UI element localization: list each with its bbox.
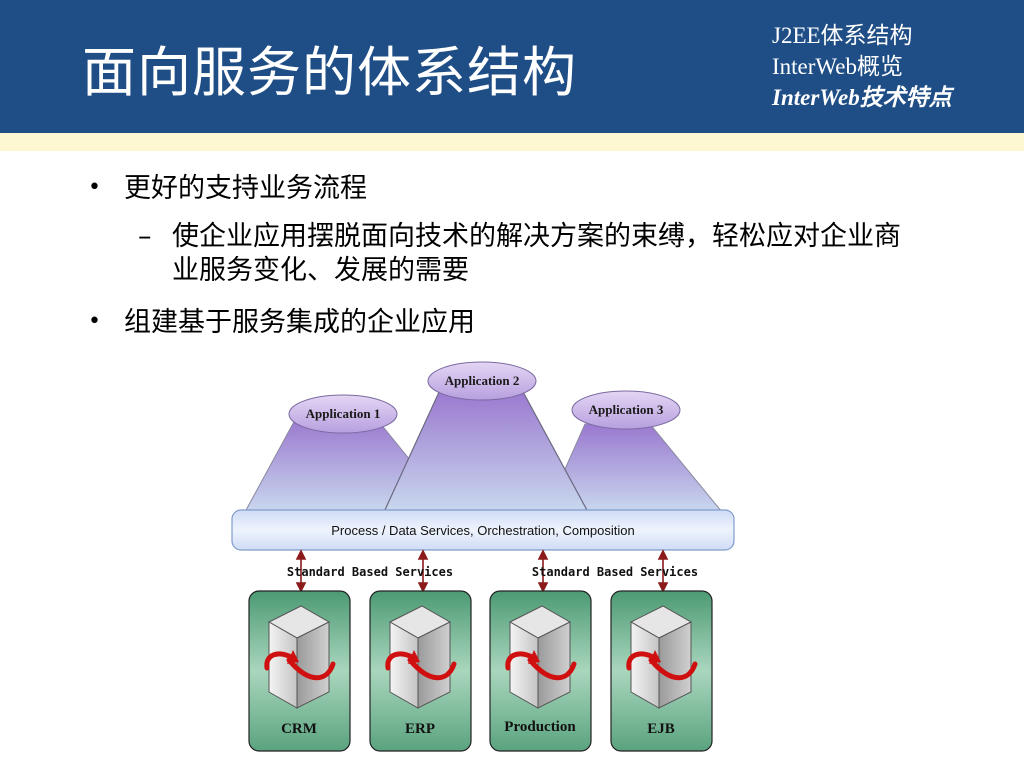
system-label: CRM [281, 721, 317, 737]
bullet-marker: • [88, 309, 101, 334]
arrow-head [537, 549, 549, 560]
system-ejb: EJB [610, 590, 713, 752]
system-label: Production [504, 719, 576, 735]
system-label: ERP [405, 721, 435, 737]
application-1-node [288, 394, 398, 434]
nav-item-interweb-features[interactable]: InterWeb技术特点 [772, 85, 952, 110]
service-bus-label: Process / Data Services, Orchestration, … [331, 523, 634, 538]
title-divider-band [0, 133, 1024, 151]
sub-bullet-marker: – [138, 221, 152, 252]
nav-item-interweb-overview[interactable]: InterWeb概览 [772, 54, 903, 79]
services-label-right: Standard Based Services [532, 565, 698, 579]
nav-item-j2ee[interactable]: J2EE体系结构 [772, 23, 913, 48]
application-2-label: Application 2 [445, 373, 520, 388]
arrow-head [417, 549, 429, 560]
system-label: EJB [647, 721, 675, 737]
services-label-left: Standard Based Services [287, 565, 453, 579]
application-3-label: Application 3 [589, 402, 664, 417]
arrow-head [417, 582, 429, 593]
sub-bullet-text: 使企业应用摆脱面向技术的解决方案的束缚，轻松应对企业商业服务变化、发展的需要 [172, 221, 901, 286]
title-bar [0, 0, 1024, 133]
application-2-cone [383, 389, 590, 513]
system-production: Production [489, 590, 592, 752]
section-nav: J2EE体系结构 InterWeb概览 InterWeb技术特点 [772, 20, 952, 113]
server-cube-icon [505, 605, 577, 709]
server-cube-icon [264, 605, 336, 709]
server-cube-icon [626, 605, 698, 709]
arrow-head [657, 549, 669, 560]
bullet-text: 更好的支持业务流程 [124, 173, 367, 204]
system-crm: CRM [248, 590, 351, 752]
arrow-head [295, 549, 307, 560]
service-bus [231, 509, 735, 551]
bullet-item: • 更好的支持业务流程 [88, 166, 367, 205]
application-2-node [427, 361, 537, 401]
system-erp: ERP [369, 590, 472, 752]
server-cube-icon [385, 605, 457, 709]
bullet-marker: • [88, 175, 101, 200]
page-title: 面向服务的体系结构 [82, 41, 577, 104]
arrow-head [537, 582, 549, 593]
application-3-node [571, 390, 681, 430]
arrow-head [657, 582, 669, 593]
service-arrows [295, 549, 669, 593]
application-1-label: Application 1 [306, 406, 381, 421]
bullet-text: 组建基于服务集成的企业应用 [124, 307, 475, 338]
bullet-item: • 组建基于服务集成的企业应用 [88, 300, 475, 339]
arrow-head [295, 582, 307, 593]
